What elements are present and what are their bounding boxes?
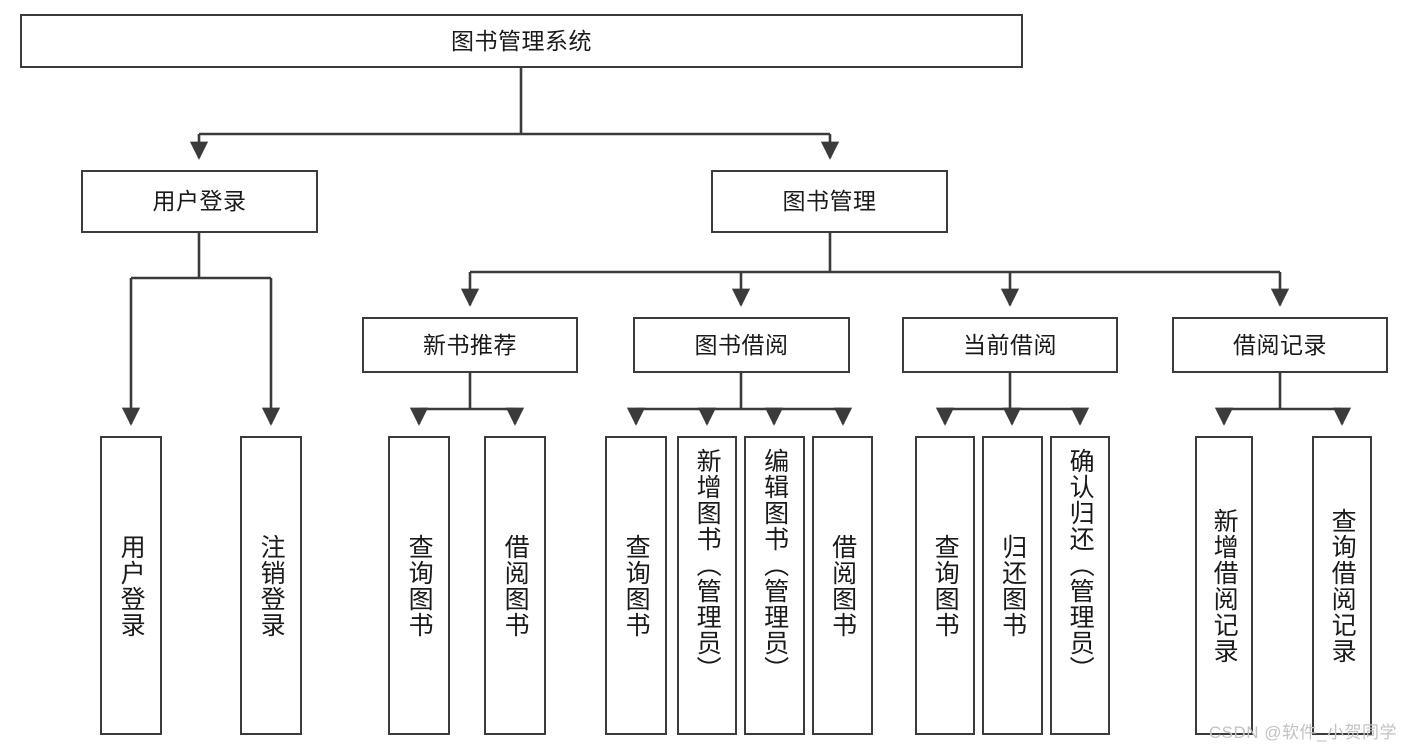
node-leaf-add-book-admin-label: 新增图书（管理员） bbox=[693, 448, 722, 682]
node-book-management[interactable]: 图书管理 bbox=[711, 170, 948, 233]
node-leaf-add-borrow-record[interactable]: 新增借阅记录 bbox=[1195, 436, 1253, 735]
node-leaf-logout-label: 注销登录 bbox=[257, 533, 286, 638]
node-leaf-return-book[interactable]: 归还图书 bbox=[982, 436, 1043, 735]
node-leaf-query-book-2-label: 查询图书 bbox=[622, 533, 651, 638]
node-book-borrow-label: 图书借阅 bbox=[694, 331, 789, 358]
node-leaf-borrow-book-1[interactable]: 借阅图书 bbox=[484, 436, 546, 735]
node-borrow-record[interactable]: 借阅记录 bbox=[1172, 317, 1388, 373]
node-leaf-query-borrow-record[interactable]: 查询借阅记录 bbox=[1312, 436, 1372, 735]
node-leaf-query-borrow-record-label: 查询借阅记录 bbox=[1328, 507, 1357, 664]
node-root[interactable]: 图书管理系统 bbox=[20, 14, 1023, 68]
node-new-book-recommend[interactable]: 新书推荐 bbox=[362, 317, 578, 373]
node-leaf-query-book-3-label: 查询图书 bbox=[931, 533, 960, 638]
node-leaf-edit-book-admin-label: 编辑图书（管理员） bbox=[760, 448, 789, 682]
node-leaf-borrow-book-1-label: 借阅图书 bbox=[501, 533, 530, 638]
node-leaf-edit-book-admin[interactable]: 编辑图书（管理员） bbox=[744, 436, 805, 735]
node-leaf-query-book-1-label: 查询图书 bbox=[405, 533, 434, 638]
node-leaf-logout[interactable]: 注销登录 bbox=[240, 436, 302, 735]
node-leaf-user-login-label: 用户登录 bbox=[117, 533, 146, 638]
node-current-borrow[interactable]: 当前借阅 bbox=[902, 317, 1118, 373]
node-user-login[interactable]: 用户登录 bbox=[81, 170, 318, 233]
node-leaf-borrow-book-2-label: 借阅图书 bbox=[828, 533, 857, 638]
node-borrow-record-label: 借阅记录 bbox=[1233, 331, 1327, 358]
node-leaf-return-book-label: 归还图书 bbox=[998, 533, 1027, 638]
node-leaf-confirm-return-admin-label: 确认归还（管理员） bbox=[1066, 448, 1095, 682]
node-new-book-recommend-label: 新书推荐 bbox=[423, 331, 517, 358]
node-leaf-add-borrow-record-label: 新增借阅记录 bbox=[1210, 507, 1239, 664]
node-leaf-query-book-1[interactable]: 查询图书 bbox=[388, 436, 450, 735]
node-leaf-query-book-3[interactable]: 查询图书 bbox=[915, 436, 975, 735]
node-leaf-add-book-admin[interactable]: 新增图书（管理员） bbox=[677, 436, 737, 735]
node-user-login-label: 用户登录 bbox=[152, 188, 247, 215]
node-leaf-user-login[interactable]: 用户登录 bbox=[100, 436, 162, 735]
node-leaf-confirm-return-admin[interactable]: 确认归还（管理员） bbox=[1050, 436, 1110, 735]
node-book-management-label: 图书管理 bbox=[782, 188, 877, 215]
node-leaf-query-book-2[interactable]: 查询图书 bbox=[605, 436, 667, 735]
node-root-label: 图书管理系统 bbox=[451, 27, 592, 54]
csdn-watermark: CSDN @软件_小贺同学 bbox=[1208, 723, 1397, 742]
node-current-borrow-label: 当前借阅 bbox=[963, 331, 1057, 358]
node-book-borrow[interactable]: 图书借阅 bbox=[633, 317, 850, 373]
node-leaf-borrow-book-2[interactable]: 借阅图书 bbox=[812, 436, 873, 735]
